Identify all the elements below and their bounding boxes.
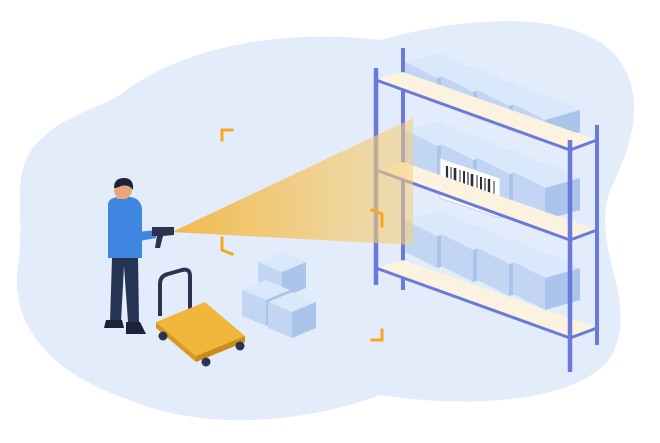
shelf-deck-bottom	[376, 260, 597, 338]
cardboard-box-icon	[242, 252, 316, 338]
hand-cart-icon	[156, 267, 245, 367]
scan-beam-icon	[172, 118, 413, 245]
barcode-scanner-icon	[152, 227, 174, 248]
shelf-deck-middle	[376, 162, 597, 240]
bottom-shelf-boxes	[405, 211, 580, 310]
shelf-deck-top	[376, 72, 597, 150]
scan-target-corner-icon	[220, 128, 384, 342]
warehouse-worker-icon	[104, 178, 164, 334]
